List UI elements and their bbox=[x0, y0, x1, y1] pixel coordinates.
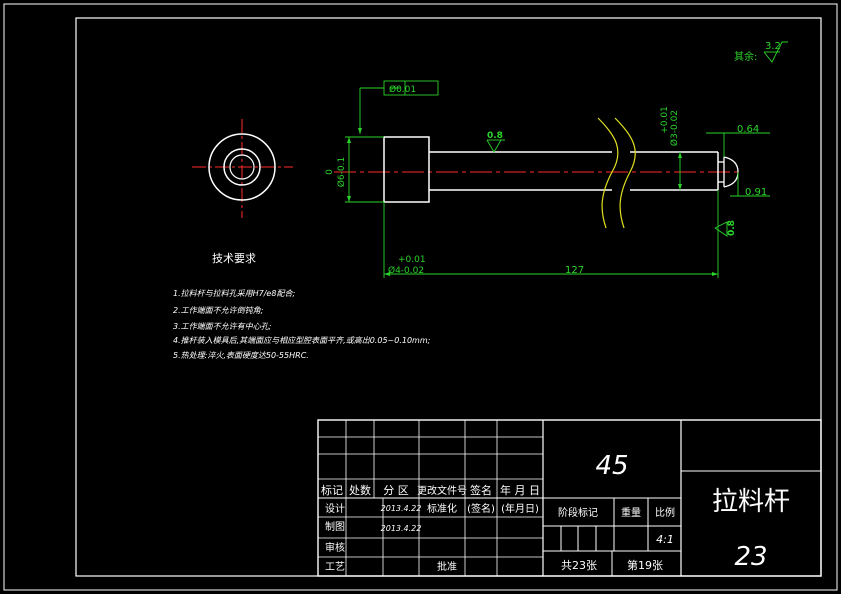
total-length: 127 bbox=[565, 265, 584, 276]
title-block bbox=[317, 419, 822, 577]
header-nianyueri: 年 月 日 bbox=[500, 483, 540, 497]
tip-dim-091: 0.91 bbox=[745, 187, 767, 198]
row-nianyueri2: (年月日) bbox=[501, 502, 539, 515]
runout-tolerance-text: Ø0.01 bbox=[389, 84, 416, 95]
dimensions bbox=[345, 41, 788, 278]
row-sheji-date: 2013.4.22 bbox=[381, 504, 422, 513]
row-qianming2: (签名) bbox=[467, 502, 495, 515]
row-zhitu-date: 2013.4.22 bbox=[381, 524, 422, 533]
row-sheji: 设计 bbox=[325, 502, 345, 515]
header-chushu: 处数 bbox=[349, 484, 371, 497]
material-text: 45 bbox=[595, 451, 628, 481]
row-biaozhunhua: 标准化 bbox=[427, 502, 457, 515]
sheet-number: 第19张 bbox=[627, 558, 663, 572]
row-pizhun: 批准 bbox=[437, 560, 457, 573]
note-item: 1.拉料杆与拉料孔采用H7/e8配合; bbox=[173, 289, 295, 298]
break-line-right bbox=[614, 117, 636, 229]
title-block-text: 45 拉料杆 23 标记 处数 分 区 更改文件号 签名 年 月 日 设计 20… bbox=[321, 451, 790, 573]
header-genggai: 更改文件号 bbox=[417, 484, 467, 497]
scale-label: 比例 bbox=[655, 506, 675, 519]
tip-dim-064: 0.64 bbox=[737, 124, 759, 135]
row-gongyi: 工艺 bbox=[325, 561, 345, 573]
row-shenhe: 审核 bbox=[325, 541, 345, 554]
note-item: 4.推杆装入模具后,其端面应与相应型腔表面平齐,或高出0.05~0.10mm; bbox=[173, 336, 431, 345]
length-tol-upper: +0.01 bbox=[398, 255, 426, 265]
technical-notes: 技术要求 1.拉料杆与拉料孔采用H7/e8配合; 2.工作端面不允许倒钝角; 3… bbox=[173, 252, 431, 360]
header-biaoji: 标记 bbox=[321, 483, 343, 497]
end-roughness-flag: 0.8 bbox=[727, 220, 737, 236]
shaft-dia-lower: Ø3-0.02 bbox=[669, 110, 680, 146]
dimension-arrows bbox=[347, 128, 718, 276]
weight-label: 重量 bbox=[621, 506, 641, 519]
shaft-roughness-flag: 0.8 bbox=[487, 131, 503, 141]
header-qianming: 签名 bbox=[470, 483, 492, 497]
notes-title: 技术要求 bbox=[212, 252, 256, 265]
length-tol-lower: Ø4-0.02 bbox=[388, 265, 424, 276]
note-item: 3.工作端面不允许有中心孔; bbox=[173, 322, 272, 331]
drawing-number-text: 23 bbox=[734, 542, 767, 572]
break-line-left bbox=[597, 117, 619, 229]
scale-value: 4:1 bbox=[656, 533, 674, 546]
note-item: 2.工作端面不允许倒钝角; bbox=[173, 306, 264, 315]
end-view-middle-circle bbox=[223, 148, 261, 186]
roughness-value: 3.2 bbox=[765, 41, 781, 52]
sheets-total: 共23张 bbox=[561, 559, 597, 572]
row-zhitu: 制图 bbox=[325, 520, 345, 533]
rod-head bbox=[383, 136, 430, 203]
roughness-label: 其余: bbox=[734, 50, 757, 63]
head-dia-lower: Ø6-0.1 bbox=[336, 157, 347, 187]
main-view bbox=[334, 117, 742, 229]
end-view bbox=[192, 119, 293, 218]
shaft-dia-upper: +0.01 bbox=[660, 106, 670, 134]
part-name-text: 拉料杆 bbox=[712, 487, 790, 517]
header-fenqu: 分 区 bbox=[383, 484, 409, 497]
end-view-outer-circle bbox=[208, 133, 276, 201]
note-item: 5.热处理:淬火,表面硬度达50-55HRC. bbox=[173, 351, 309, 360]
end-view-inner-circle bbox=[229, 154, 255, 180]
head-dia-upper: 0 bbox=[325, 169, 335, 175]
outer-border bbox=[3, 3, 838, 591]
stage-label: 阶段标记 bbox=[558, 506, 598, 519]
